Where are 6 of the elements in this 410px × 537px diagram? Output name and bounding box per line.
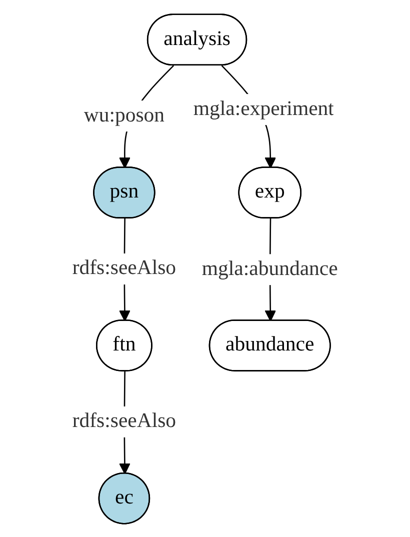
- ellipse-node: ec: [98, 472, 150, 524]
- ellipse-node: ftn: [96, 319, 152, 371]
- ellipse-node: exp: [238, 166, 302, 218]
- ellipse-node: analysis: [146, 13, 247, 66]
- ellipse-node: psn: [93, 166, 156, 218]
- ellipse-node: abundance: [208, 319, 331, 371]
